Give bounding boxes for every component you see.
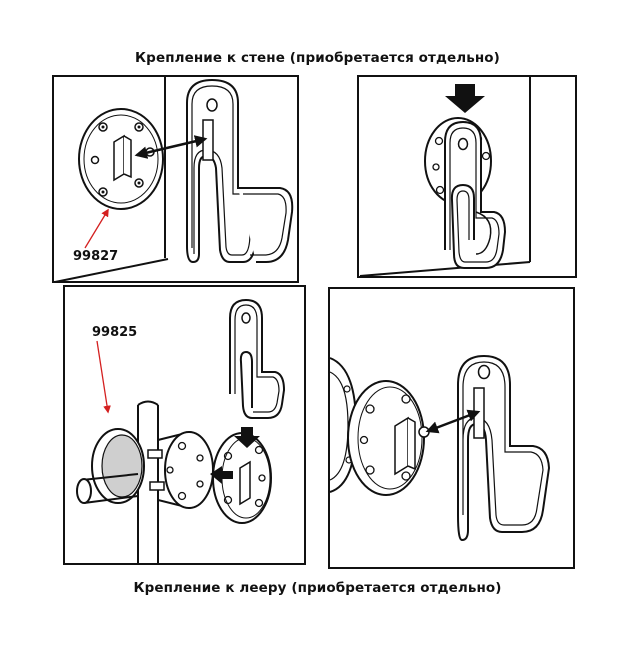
rail-clamp-part-number: 99825 (92, 325, 137, 340)
panel-wall-plate-lock (357, 75, 577, 278)
left-arrow-icon (210, 466, 233, 484)
rail-tube (76, 473, 139, 504)
rail-mount-heading: Крепление к лееру (приобретается отдельн… (133, 580, 502, 596)
down-arrow-icon (445, 84, 485, 113)
wall-plate-part-number: 99827 (73, 249, 118, 264)
panel-wall-plate-attach: 99827 (52, 75, 299, 283)
rail-clamp (91, 428, 214, 510)
wall-mount-heading: Крепление к стене (приобретается отдельн… (135, 50, 500, 66)
panel-rail-clamp: 99825 (63, 285, 306, 565)
double-arrow-icon (425, 409, 481, 434)
rail-clamp-leader-line (96, 340, 111, 414)
hook-small (229, 298, 286, 419)
hook (186, 78, 294, 264)
double-arrow-icon (134, 135, 208, 159)
detail-plate (347, 380, 430, 496)
panel-plate-hook-detail (328, 287, 575, 569)
wall-plate (78, 108, 164, 210)
wall-plate-leader-line (84, 208, 109, 249)
down-arrow-icon (234, 427, 260, 448)
